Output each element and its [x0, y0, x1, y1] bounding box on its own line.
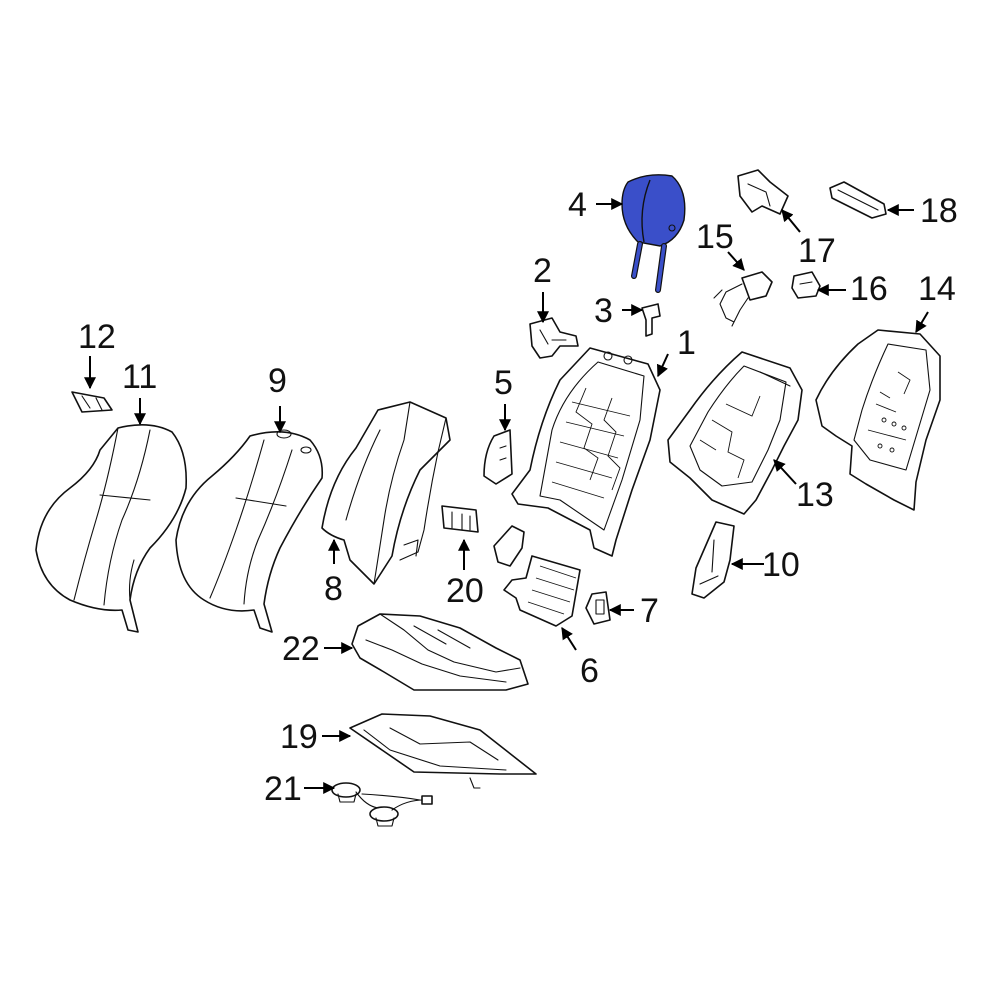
part-3-pin[interactable]: [641, 303, 661, 337]
part-18-rail[interactable]: [829, 181, 887, 219]
part-5-bracket[interactable]: [483, 429, 513, 485]
callout-10: 10: [762, 546, 800, 584]
part-13-back-panel[interactable]: [667, 351, 803, 515]
callout-labels: 1 2 3 4 5 6 7 8 9 10 11 12 13 14 15 16 1…: [78, 186, 958, 808]
callout-7: 7: [640, 592, 659, 630]
part-15-harness[interactable]: [713, 271, 773, 327]
callout-19: 19: [280, 718, 318, 756]
part-20-connector[interactable]: [441, 505, 479, 533]
part-6-lumbar[interactable]: [493, 525, 581, 627]
callout-3: 3: [594, 292, 613, 330]
part-11-seat-back-cover[interactable]: [35, 424, 188, 633]
callout-17: 17: [798, 232, 836, 270]
part-2-latch[interactable]: [529, 317, 579, 359]
callout-11: 11: [122, 358, 157, 396]
part-7-switch[interactable]: [585, 591, 611, 625]
part-17-cover[interactable]: [737, 169, 789, 215]
part-9-seat-back-cover[interactable]: [175, 429, 324, 633]
part-19-seat-pan[interactable]: [349, 713, 537, 789]
part-14-rear-panel[interactable]: [815, 329, 941, 511]
part-22-seat-cushion[interactable]: [351, 613, 529, 691]
callout-12: 12: [78, 318, 116, 356]
part-10-side-trim[interactable]: [691, 521, 735, 599]
headrest-body: [621, 174, 686, 247]
part-12-clip[interactable]: [71, 391, 113, 413]
callout-5: 5: [494, 364, 513, 402]
part-8-side-trim[interactable]: [321, 401, 451, 585]
part-4-headrest[interactable]: [621, 174, 686, 293]
callout-20: 20: [446, 572, 484, 610]
callout-4: 4: [568, 186, 587, 224]
callout-21: 21: [264, 770, 302, 808]
part-21-sensor-harness[interactable]: [331, 782, 433, 827]
callout-13: 13: [796, 476, 834, 514]
callout-8: 8: [324, 570, 343, 608]
callout-18: 18: [920, 192, 958, 230]
callout-22: 22: [282, 630, 320, 668]
callout-15: 15: [696, 218, 734, 256]
callout-2: 2: [533, 252, 552, 290]
part-16-connector[interactable]: [791, 271, 821, 299]
part-1-seat-back-frame[interactable]: [511, 347, 661, 557]
callout-leaders: [84, 198, 929, 794]
callout-1: 1: [677, 324, 696, 362]
callout-6: 6: [580, 652, 599, 690]
callout-9: 9: [268, 362, 287, 400]
callout-16: 16: [850, 270, 888, 308]
callout-14: 14: [918, 270, 956, 308]
